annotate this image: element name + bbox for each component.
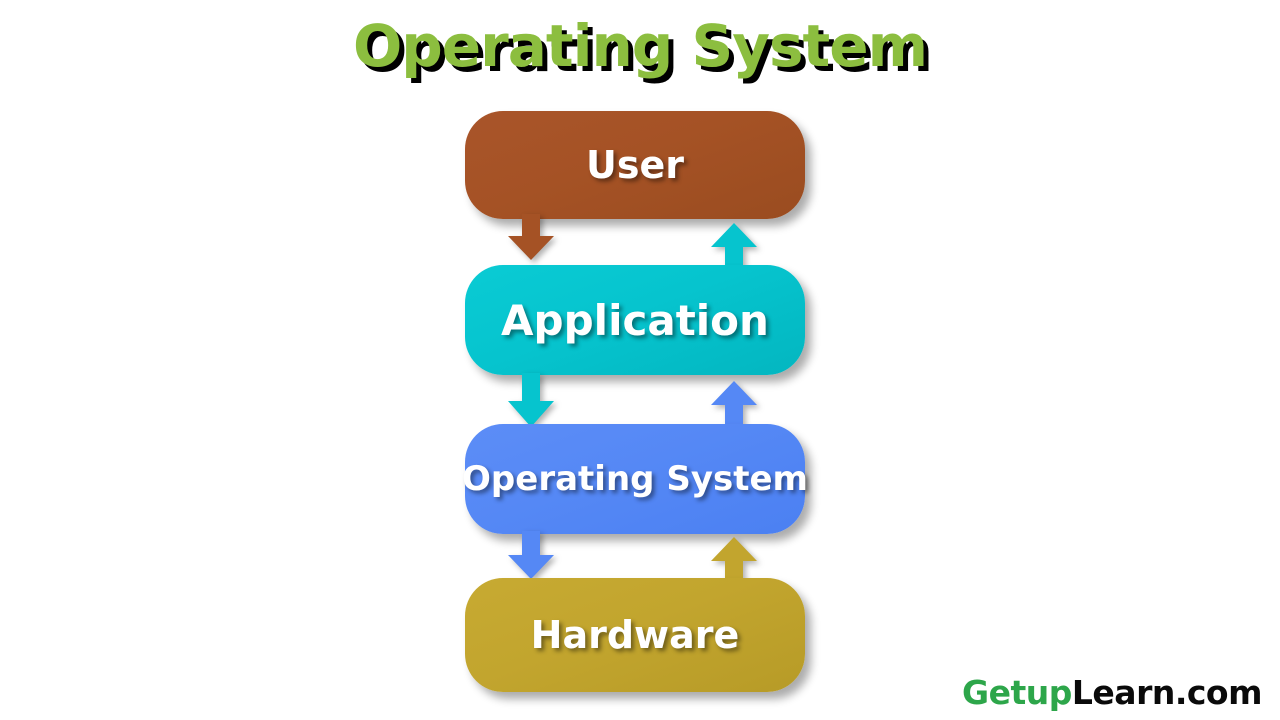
watermark-logo: GetupLearn.com (962, 673, 1262, 712)
arrow-up-icon-os-to-application (711, 381, 757, 427)
watermark-brand: Getup (962, 673, 1072, 712)
layer-label-user: User (586, 143, 684, 187)
arrow-down-icon-os-to-hardware (508, 531, 554, 579)
arrow-down-icon-user-to-application (508, 214, 554, 260)
page-title: Operating System (352, 12, 928, 80)
layer-box-user: User (465, 111, 805, 219)
arrow-up-icon-application-to-user (711, 223, 757, 269)
layer-box-application: Application (465, 265, 805, 375)
watermark-domain: Learn.com (1071, 673, 1263, 712)
layer-label-hardware: Hardware (530, 613, 740, 657)
layer-box-hardware: Hardware (465, 578, 805, 692)
arrow-down-icon-application-to-os (508, 373, 554, 427)
arrow-up-icon-hardware-to-os (711, 537, 757, 583)
layer-label-operating-system: Operating System (462, 459, 808, 499)
layer-label-application: Application (501, 295, 769, 345)
layer-box-operating-system: Operating System (462, 424, 808, 534)
